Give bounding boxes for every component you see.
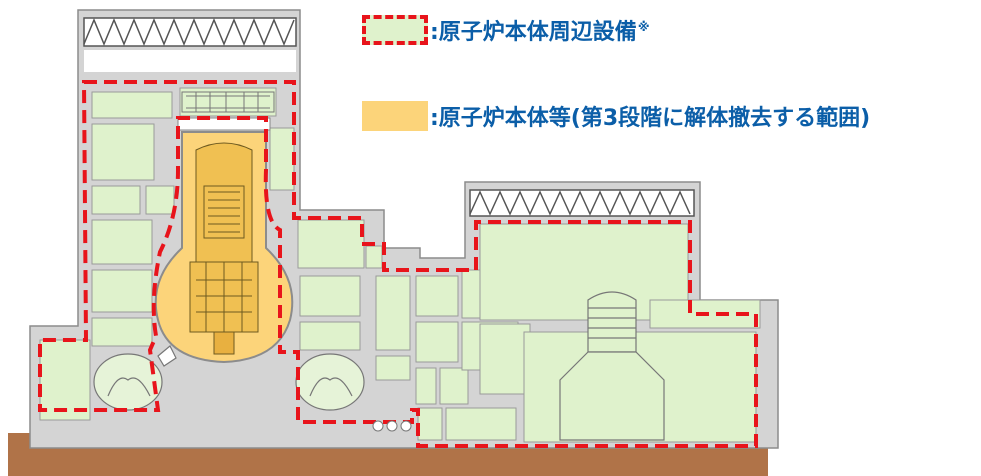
legend-surrounding: :原子炉本体周辺設備※: [362, 14, 649, 46]
crane-sketch: [181, 91, 275, 113]
legend-surrounding-swatch: [362, 15, 428, 45]
surrounding-boundary: [38, 80, 758, 448]
legend-reactor: :原子炉本体等(第3段階に解体撤去する範囲): [362, 100, 870, 132]
roof-truss-left: [83, 17, 297, 72]
legend-reactor-label: :原子炉本体等(第3段階に解体撤去する範囲): [430, 106, 871, 131]
pipe-ends: [372, 420, 412, 432]
legend-note-mark: ※: [637, 19, 650, 34]
legend-reactor-swatch: [362, 101, 428, 131]
reactor-area: [154, 117, 294, 364]
suppression-chambers: [93, 345, 365, 411]
legend-surrounding-label: :原子炉本体周辺設備: [430, 20, 637, 45]
tank: [559, 291, 665, 441]
roof-truss-right: [469, 189, 695, 217]
